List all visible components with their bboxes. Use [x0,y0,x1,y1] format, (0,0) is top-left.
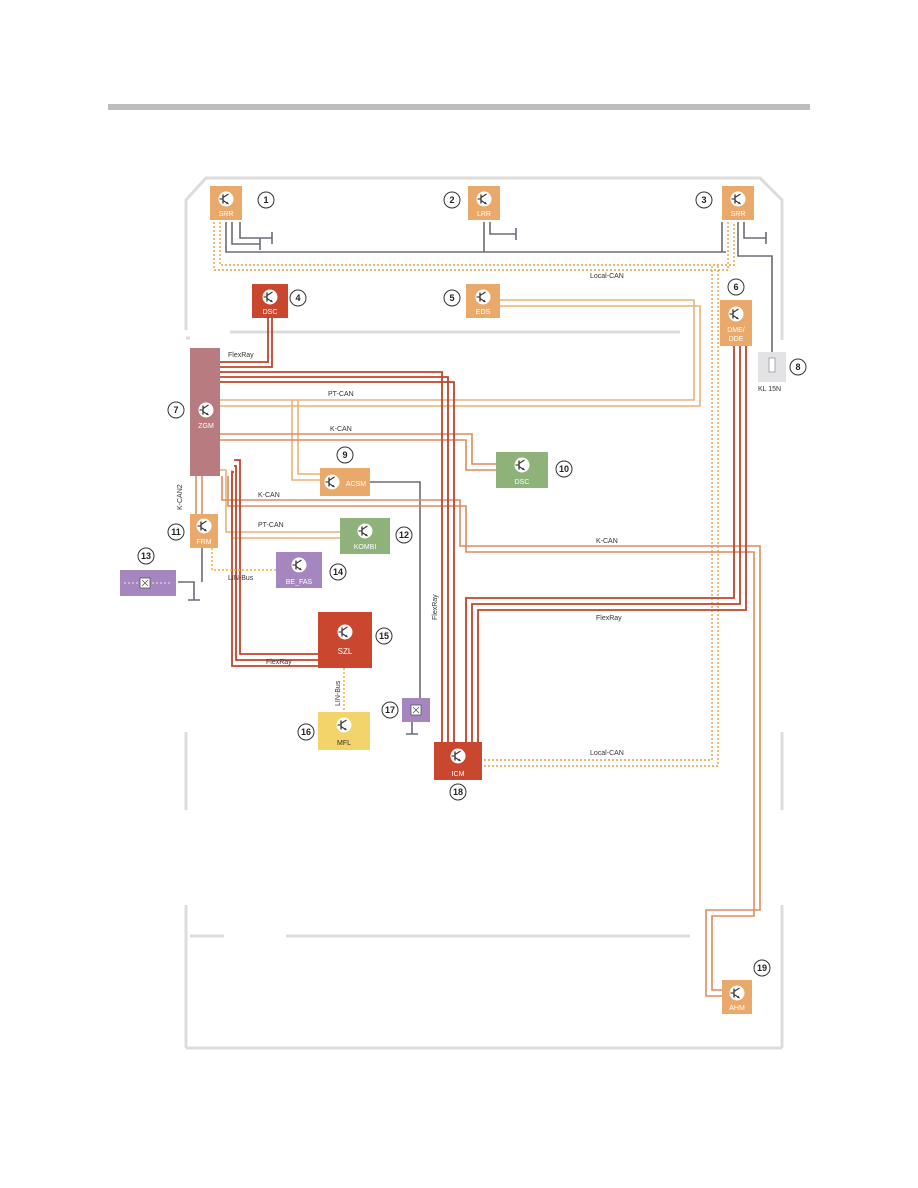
callout-1: 1 [263,195,268,205]
callout-numbers: 1 2 3 4 5 6 7 8 9 10 11 12 13 14 15 16 1… [141,195,801,973]
module-frm: FRM [190,514,218,548]
label-local-can-bottom: Local-CAN [590,750,624,757]
module-label: DME/ [727,327,745,334]
label-local-can-top: Local-CAN [590,273,624,280]
label-pt-can-upper: PT-CAN [328,391,354,398]
lin-bus [211,548,345,712]
label-k-can2: K-CAN2 [177,484,184,510]
bus-labels: Local-CAN Local-CAN FlexRay PT-CAN K-CAN… [177,273,624,757]
module-label-line2: DDE [729,336,744,343]
label-flexray-vertical: FlexRay [432,594,439,620]
module-label: BE_FAS [286,579,313,586]
callout-14: 14 [333,567,343,577]
module-mfl: MFL [318,712,370,750]
flexray-bus [220,318,747,742]
label-pt-can-lower: PT-CAN [258,522,284,529]
module-label: EDS [476,309,491,316]
callout-16: 16 [301,727,311,737]
callout-5: 5 [449,293,454,303]
callout-12: 12 [399,530,409,540]
module-be-fas: BE_FAS [276,552,322,588]
module-zgm: ZGM [190,348,220,476]
callout-6: 6 [733,282,738,292]
k-can-bus [195,433,761,997]
module-srr-right: SRR [722,186,754,220]
module-label: LRR [477,211,491,218]
module-acsm: ACSM [320,468,370,496]
module-label: SRR [731,211,746,218]
label-k-can-upper: K-CAN [330,426,352,433]
label-flexray-right: FlexRay [596,615,622,622]
label-k-can-mid: K-CAN [258,492,280,499]
module-label: ICM [452,771,465,778]
module-dsc-green: DSC [496,452,548,488]
module-label: FRM [196,539,211,546]
module-label: KL 15N [758,386,781,393]
callout-4: 4 [295,293,300,303]
callout-13: 13 [141,551,151,561]
module-label: KOMBI [354,544,377,551]
power-lines [178,222,773,735]
label-lin-bus-szl: LIN-Bus [335,680,342,706]
module-icm: ICM [434,742,482,780]
callout-11: 11 [171,527,181,537]
module-label: MFL [337,740,351,747]
module-kl15n: KL 15N [758,352,786,393]
label-flexray-zgm: FlexRay [228,352,254,359]
module-17 [402,698,430,722]
module-dme-dde: DME/ DDE [720,300,752,346]
callout-19: 19 [757,963,767,973]
module-kombi: KOMBI [340,518,390,554]
label-k-can-right: K-CAN [596,538,618,545]
module-lrr: LRR [468,186,500,220]
module-label: AHM [729,1005,745,1012]
module-13 [120,570,176,596]
module-label: ACSM [346,481,366,488]
callouts [137,191,807,977]
local-can-bus [213,222,735,767]
callout-8: 8 [795,362,800,372]
callout-15: 15 [379,631,389,641]
callout-3: 3 [701,195,706,205]
module-szl: SZL [318,612,372,668]
module-label: DSC [515,479,530,486]
module-dsc: DSC [252,284,288,318]
callout-9: 9 [342,450,347,460]
module-label: SZL [338,647,353,656]
module-eds: EDS [466,284,500,318]
header-rule [108,104,810,110]
module-label: SRR [219,211,234,218]
vehicle-outline [184,176,784,1050]
callout-17: 17 [385,705,395,715]
label-lin-bus-frm: LIN-Bus [228,575,254,582]
module-label: ZGM [198,423,214,430]
module-srr-left: SRR [210,186,242,220]
callout-2: 2 [449,195,454,205]
callout-10: 10 [559,464,569,474]
callout-7: 7 [173,405,178,415]
module-label: DSC [263,309,278,316]
callout-18: 18 [453,787,463,797]
label-flexray-szl: FlexRay [266,659,292,666]
module-ahm: AHM [722,980,752,1014]
